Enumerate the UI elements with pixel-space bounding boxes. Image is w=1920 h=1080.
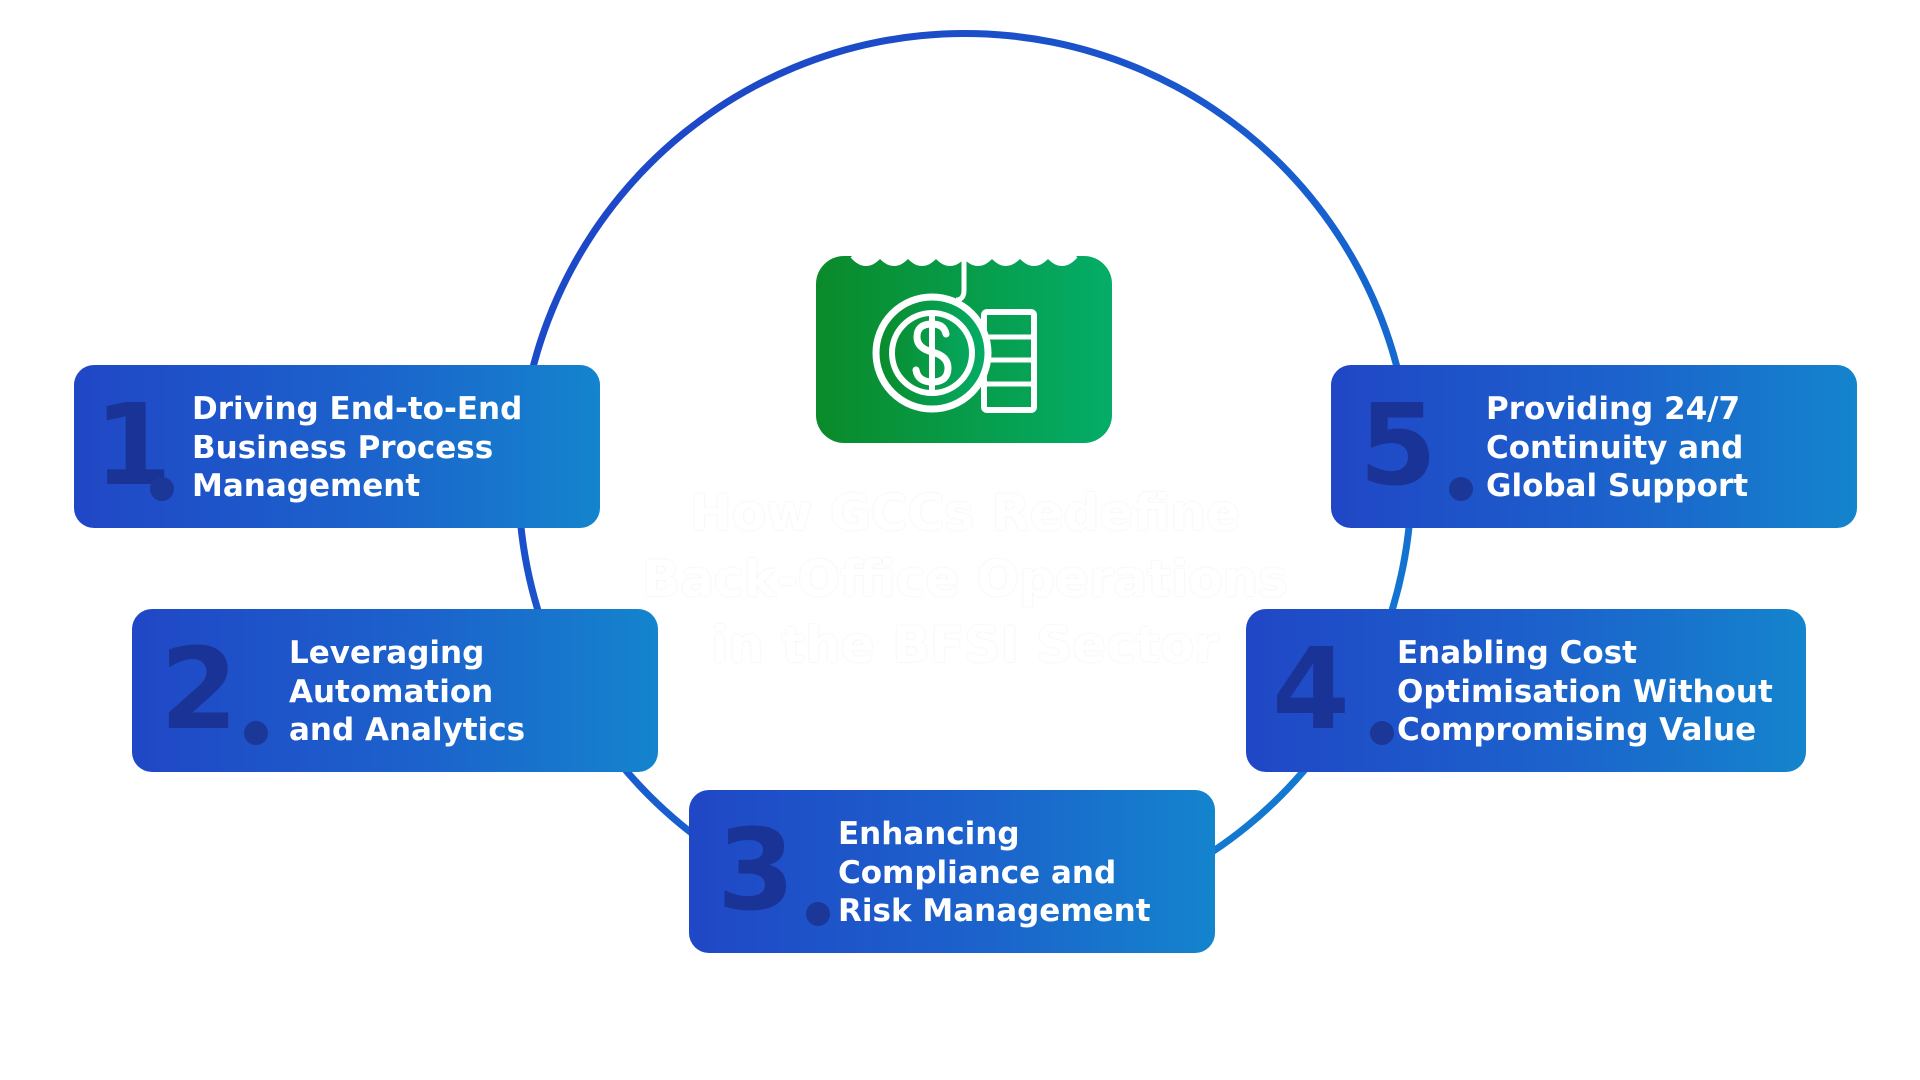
step-card-5: 5 Providing 24/7 Continuity and Global S… <box>1331 365 1857 528</box>
step-label-line: Driving End-to-End <box>192 391 523 427</box>
step-card-2: 2 Leveraging Automation and Analytics <box>132 609 658 772</box>
number-dot <box>1449 477 1473 501</box>
step-label-line: Providing 24/7 <box>1486 391 1741 427</box>
step-label-line: Compliance and <box>838 854 1117 891</box>
number-dot <box>806 902 830 926</box>
step-number: 4 <box>1272 625 1350 755</box>
step-card-3: 3 Enhancing Compliance and Risk Manageme… <box>689 790 1215 953</box>
step-label-line: Automation <box>289 673 494 710</box>
step-label-line: Enabling Cost <box>1397 635 1637 671</box>
step-card-1: 1 Driving End-to-End Business Process Ma… <box>74 365 600 528</box>
step-label: Driving End-to-End Business Process Mana… <box>192 390 522 506</box>
step-label-line: Management <box>192 468 421 504</box>
step-label-line: Leveraging <box>289 635 485 671</box>
money-protection-icon <box>816 242 1112 443</box>
step-label-line: Optimisation Without <box>1397 673 1773 710</box>
step-number: 2 <box>160 625 238 755</box>
step-number: 3 <box>717 806 795 936</box>
step-label-line: Business Process <box>192 429 494 466</box>
diagram-title: How GCCs Redefine Back-Office Operations… <box>620 480 1310 678</box>
step-label-line: Risk Management <box>838 893 1151 929</box>
title-line: in the BFSI Sector <box>711 616 1219 674</box>
step-label-line: Compromising Value <box>1397 712 1757 748</box>
step-label: Enabling Cost Optimisation Without Compr… <box>1397 634 1773 750</box>
step-label-line: Global Support <box>1486 468 1749 504</box>
cycle-ring <box>515 30 1415 930</box>
step-label-line: Continuity and <box>1486 429 1744 466</box>
number-dot <box>1370 721 1394 745</box>
title-line: Back-Office Operations <box>641 550 1289 608</box>
step-label: Enhancing Compliance and Risk Management <box>838 815 1151 931</box>
title-line: How GCCs Redefine <box>689 484 1241 542</box>
number-dot <box>150 477 174 501</box>
step-number: 5 <box>1359 381 1437 511</box>
step-label: Providing 24/7 Continuity and Global Sup… <box>1486 390 1748 506</box>
step-label: Leveraging Automation and Analytics <box>289 634 525 750</box>
step-card-4: 4 Enabling Cost Optimisation Without Com… <box>1246 609 1806 772</box>
number-dot <box>244 721 268 745</box>
step-label-line: and Analytics <box>289 712 526 748</box>
step-label-line: Enhancing <box>838 816 1020 852</box>
